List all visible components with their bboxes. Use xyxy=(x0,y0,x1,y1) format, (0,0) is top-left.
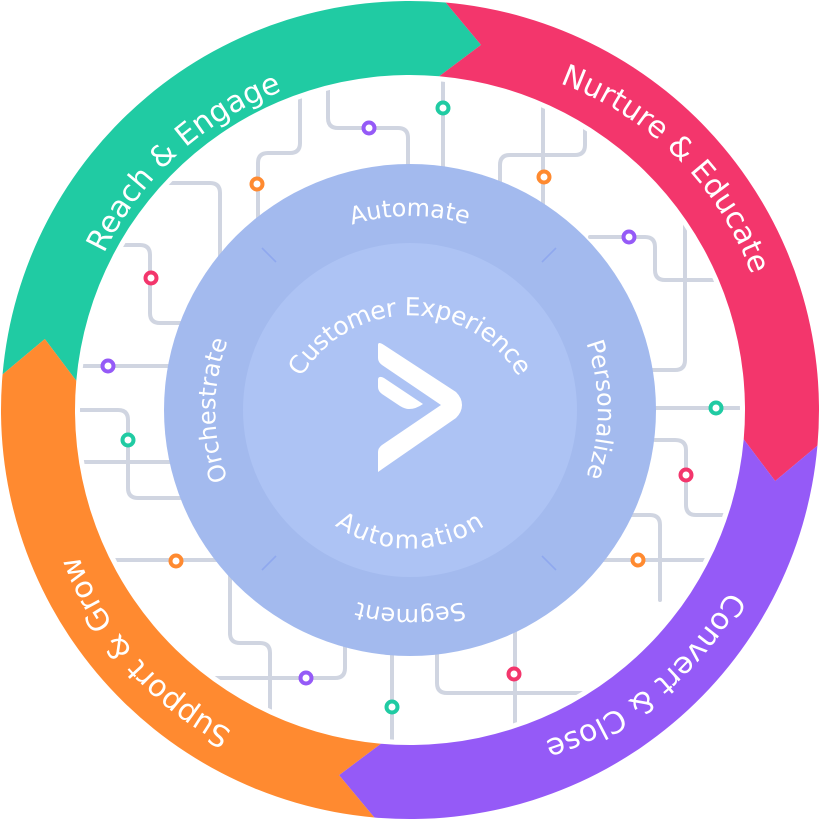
divider-tick xyxy=(541,555,557,571)
circuit-node-pink xyxy=(143,270,159,286)
divider-tick xyxy=(541,247,557,263)
circuit-node-pink xyxy=(506,666,522,682)
circuit-node-orange xyxy=(249,176,265,192)
circuit-trace xyxy=(653,438,740,517)
circuit-node-purple xyxy=(361,120,377,136)
ring-segment-support xyxy=(0,339,381,818)
circuit-trace xyxy=(618,513,662,602)
circuit-trace xyxy=(435,638,602,695)
core-circle xyxy=(243,243,577,577)
divider-tick xyxy=(261,247,277,263)
ring-segment-reach xyxy=(2,1,481,381)
circuit-trace xyxy=(138,181,222,262)
circuit-node-orange xyxy=(630,552,646,568)
circuit-node-purple xyxy=(621,229,637,245)
circuit-node-green xyxy=(120,432,136,448)
ring-segment-convert xyxy=(339,439,818,819)
circuit-trace xyxy=(638,138,687,372)
circuit-trace xyxy=(198,638,347,680)
middle-ring-dividers xyxy=(261,247,557,571)
circuit-node-purple xyxy=(298,670,314,686)
divider-tick xyxy=(261,555,277,571)
circuit-trace xyxy=(256,80,302,232)
circuit-node-green xyxy=(435,100,451,116)
circuit-node-green xyxy=(708,400,724,416)
circuit-trace xyxy=(80,408,182,500)
circuit-node-purple xyxy=(100,358,116,374)
circuit-node-orange xyxy=(536,169,552,185)
chevron-arrow-logo-icon xyxy=(378,343,462,472)
segment-label-support: Support & Grow xyxy=(53,551,236,754)
circuit-trace xyxy=(588,235,740,282)
circuit-node-pink xyxy=(678,467,694,483)
circuit-node-orange xyxy=(168,553,184,569)
circuit-trace xyxy=(228,573,272,740)
circuit-nodes xyxy=(100,100,724,715)
ring-segment-nurture xyxy=(439,2,819,481)
circuit-node-green xyxy=(384,699,400,715)
circuit-trace xyxy=(498,98,587,192)
